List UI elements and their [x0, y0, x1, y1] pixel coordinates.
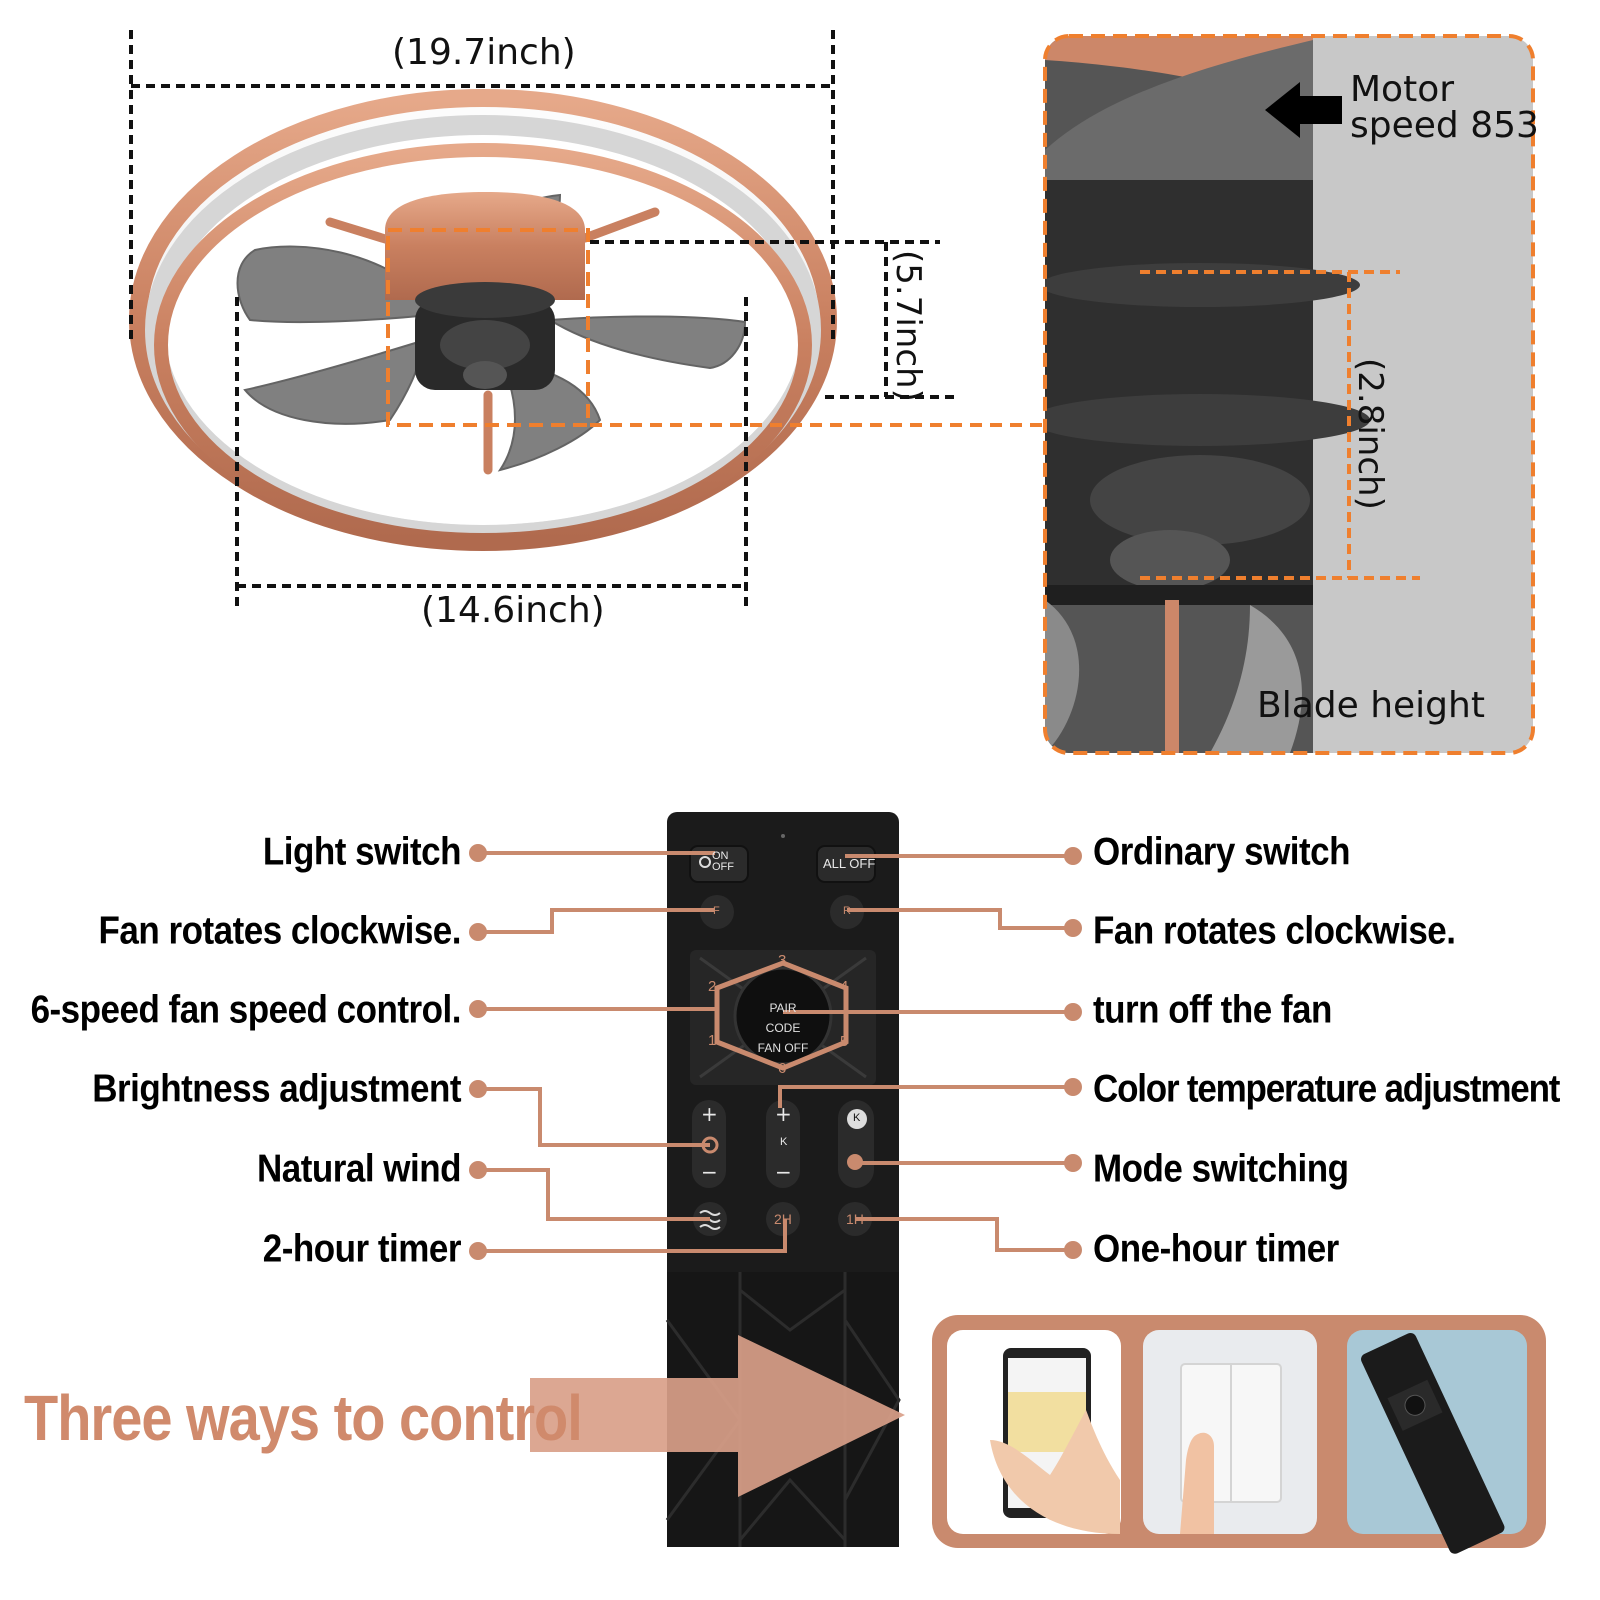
- speed-4: 4: [840, 978, 849, 995]
- label-fan-clockwise-left: Fan rotates clockwise.: [98, 908, 462, 953]
- sun-small-icon: [699, 856, 711, 868]
- wall-switch-image: [1143, 1330, 1317, 1534]
- mode-k: K: [853, 1112, 861, 1124]
- outer-width-label: (19.7inch): [392, 32, 576, 73]
- total-height-label: (5.7inch): [888, 250, 928, 402]
- fan-off-line: FAN OFF: [757, 1041, 809, 1055]
- blade-height-label: Blade height: [1257, 685, 1485, 726]
- label-six-speed: 6-speed fan speed control.: [30, 987, 462, 1032]
- support-arms: [325, 207, 660, 475]
- phone-app-image: [947, 1330, 1121, 1534]
- label-natural-wind: Natural wind: [256, 1146, 462, 1191]
- motor-speed-label: Motor speed 853: [1350, 72, 1539, 144]
- label-color-temp: Color temperature adjustment: [1093, 1066, 1560, 1111]
- forward-text: F: [713, 905, 720, 917]
- label-light-switch: Light switch: [262, 829, 462, 874]
- on-off-text: ON OFF: [712, 851, 734, 873]
- control-methods-panel: [932, 1315, 1546, 1554]
- label-brightness: Brightness adjustment: [92, 1066, 461, 1111]
- brightness-plus: +: [701, 1102, 718, 1126]
- speed-5: 5: [840, 1033, 849, 1050]
- forward-button: [700, 895, 734, 929]
- color-temp-rocker: [766, 1100, 800, 1188]
- blade-span-label: (14.6inch): [421, 590, 605, 631]
- colortemp-plus: +: [775, 1102, 792, 1126]
- label-1h-timer: One-hour timer: [1093, 1226, 1339, 1271]
- colortemp-k: K: [780, 1136, 788, 1148]
- fan-motor: [385, 192, 585, 390]
- on-text: ON: [712, 850, 729, 862]
- big-arrow-icon: [530, 1335, 905, 1497]
- off-text: OFF: [712, 861, 734, 873]
- label-2h-timer: 2-hour timer: [262, 1226, 462, 1271]
- colortemp-minus: −: [775, 1160, 792, 1184]
- speed-6: 6: [778, 1060, 787, 1077]
- detail-panel: [1043, 34, 1535, 755]
- k-icon: [847, 1109, 867, 1129]
- remote-control-image: [1347, 1330, 1527, 1554]
- dimension-lines: [129, 30, 955, 612]
- speed-2: 2: [708, 978, 717, 995]
- reverse-text: R: [843, 905, 851, 917]
- three-ways-title: Three ways to control: [24, 1381, 583, 1454]
- brightness-minus: −: [701, 1160, 718, 1184]
- pair-code-text: PAIR CODE FAN OFF: [752, 998, 814, 1058]
- label-fan-clockwise-right: Fan rotates clockwise.: [1093, 908, 1456, 953]
- motor-line-1: Motor: [1350, 69, 1455, 110]
- all-off-text: ALL OFF: [823, 856, 876, 871]
- timer-2h-text: 2H: [774, 1211, 792, 1227]
- speed-3: 3: [778, 952, 787, 969]
- speed-1: 1: [708, 1032, 717, 1049]
- label-turn-off-fan: turn off the fan: [1093, 987, 1332, 1032]
- label-ordinary-switch: Ordinary switch: [1093, 829, 1351, 874]
- timer-1h-text: 1H: [846, 1211, 864, 1227]
- leader-dots: [469, 844, 1082, 1260]
- speed-hexagon: [714, 960, 849, 1071]
- remote-buttons: [689, 845, 876, 1236]
- arrow-left-icon: [1265, 82, 1342, 138]
- label-mode-switching: Mode switching: [1093, 1146, 1349, 1191]
- blade-height-value: (2.8inch): [1350, 358, 1390, 510]
- pair-code-line: PAIR CODE: [765, 1001, 801, 1035]
- motor-highlight-box: [386, 228, 590, 427]
- leader-lines: [478, 851, 1073, 1253]
- motor-line-2: speed 853: [1350, 105, 1539, 146]
